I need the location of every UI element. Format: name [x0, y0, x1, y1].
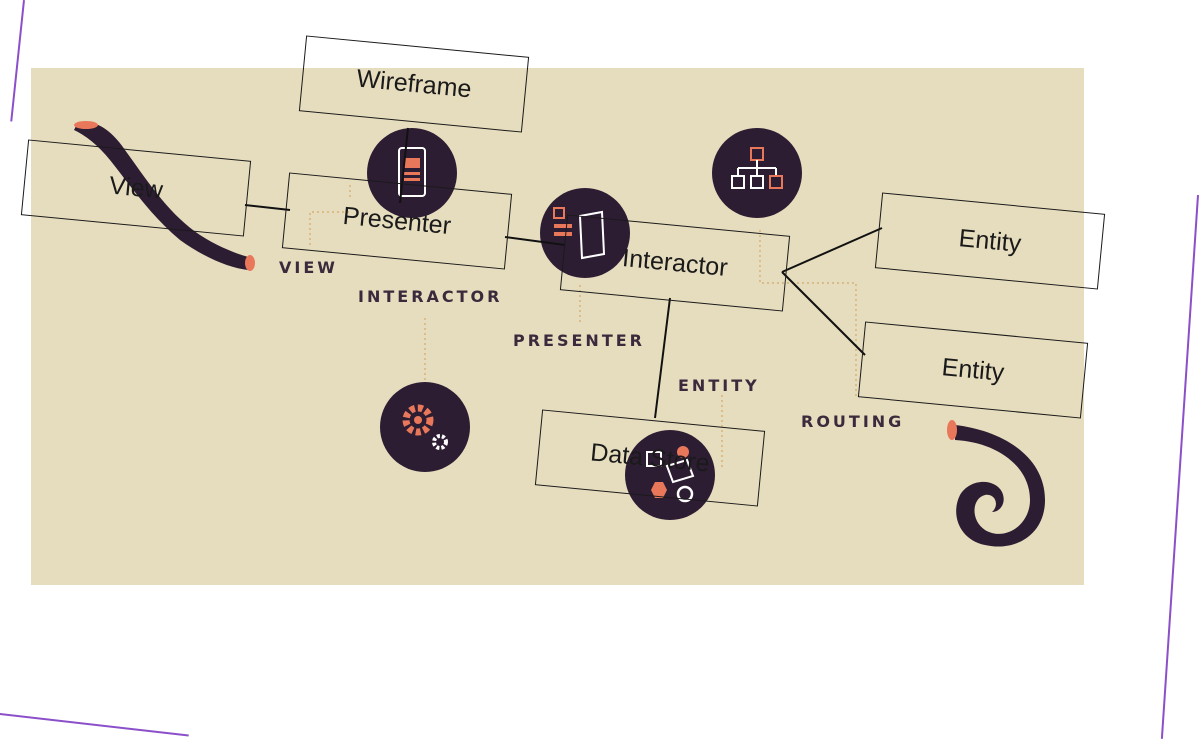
- right-spiral-shape: [955, 425, 1045, 547]
- label-interactor: INTERACTOR: [358, 287, 503, 306]
- phone-icon-circle: [367, 128, 457, 218]
- left-tail-tip: [245, 255, 255, 271]
- dotted-connector-view: [309, 211, 350, 245]
- shapes-icon-circle: [625, 430, 715, 520]
- sitemap-icon-circle: [712, 128, 802, 218]
- label-view: VIEW: [279, 258, 338, 277]
- edge-interactor-datastore: [654, 297, 671, 419]
- document-icon: [553, 207, 606, 260]
- edge-interactor-entity-bottom: [781, 271, 866, 356]
- illustration-panel: [31, 68, 1084, 585]
- left-tail-head: [74, 121, 98, 129]
- edge-wireframe-presenter: [399, 127, 409, 204]
- right-spiral-tip: [947, 420, 957, 440]
- edge-presenter-interactor: [504, 236, 566, 246]
- sitemap-icon: [731, 147, 783, 189]
- label-presenter: PRESENTER: [513, 331, 645, 350]
- dotted-connector-routing: [759, 230, 857, 398]
- gears-icon: [402, 404, 448, 450]
- label-entity: ENTITY: [678, 376, 760, 395]
- shapes-icon: [646, 446, 695, 503]
- edge-view-presenter: [244, 204, 291, 211]
- label-routing: ROUTING: [801, 412, 905, 431]
- phone-icon: [398, 147, 426, 197]
- left-tail-shape: [74, 121, 252, 270]
- document-icon-circle: [540, 188, 630, 278]
- gears-icon-circle: [380, 382, 470, 472]
- edge-interactor-entity-top: [781, 227, 883, 273]
